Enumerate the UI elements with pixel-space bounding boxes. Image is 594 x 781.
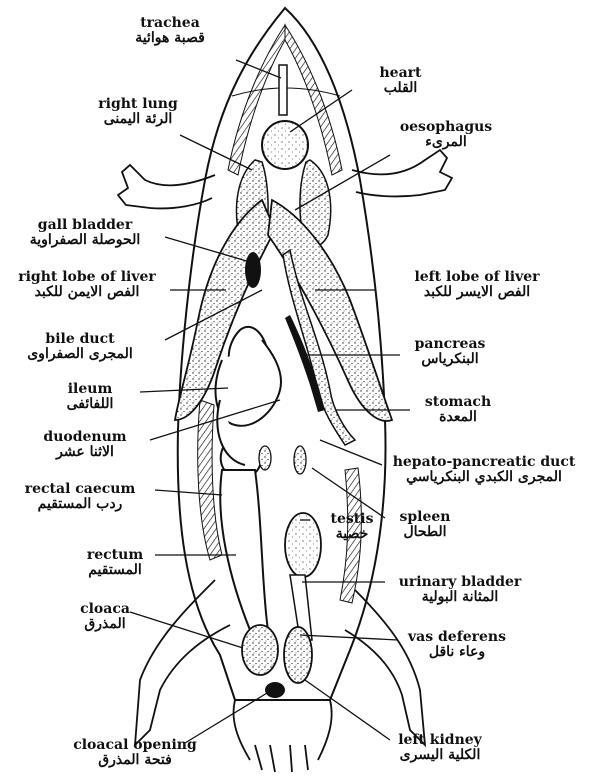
label-cloaca-en: cloaca [65,602,145,617]
label-urinary-bladder: urinary bladder المثانة البولية [385,575,535,604]
testis-shape [285,513,321,577]
label-ileum: ileum اللفائفى [40,382,140,411]
label-stomach-ar: المعدة [408,410,508,425]
label-right-lung-en: right lung [78,97,198,112]
label-trachea-ar: قصبة هوائية [110,31,230,46]
label-duodenum-ar: الاثنا عشر [25,445,145,460]
label-right-lung: right lung الرئة اليمنى [78,97,198,126]
rectum-shape [220,470,268,630]
label-rectal-caecum-en: rectal caecum [5,482,155,497]
label-rectum-ar: المستقيم [65,563,165,578]
spleen-shape [294,446,306,474]
label-stomach-en: stomach [408,395,508,410]
label-vas-deferens-en: vas deferens [392,630,522,645]
label-oesophagus-en: oesophagus [386,120,506,135]
label-stomach: stomach المعدة [408,395,508,424]
label-heart-ar: القلب [358,81,443,96]
label-left-lobe-liver-en: left lobe of liver [392,270,562,285]
label-bile-duct-ar: المجرى الصفراوى [10,347,150,362]
label-right-lobe-liver: right lobe of liver الفص الايمن للكبد [2,270,172,299]
label-rectum: rectum المستقيم [65,548,165,577]
label-pancreas-ar: البنكرياس [395,352,505,367]
label-right-lung-ar: الرئة اليمنى [78,112,198,127]
label-gall-bladder-ar: الحوصلة الصفراوية [5,233,165,248]
label-duodenum-en: duodenum [25,430,145,445]
label-vas-deferens-ar: وعاء ناقل [392,645,522,660]
label-cloaca: cloaca المذرق [65,602,145,631]
label-pancreas: pancreas البنكرياس [395,337,505,366]
label-hepato-pancreatic-duct-en: hepato-pancreatic duct [378,455,590,470]
label-rectum-en: rectum [65,548,165,563]
label-rectal-caecum: rectal caecum ردب المستقيم [5,482,155,511]
label-right-lobe-liver-ar: الفص الايمن للكبد [2,285,172,300]
label-gall-bladder-en: gall bladder [5,218,165,233]
label-rectal-caecum-ar: ردب المستقيم [5,497,155,512]
label-hepato-pancreatic-duct: hepato-pancreatic duct المجرى الكبدي الب… [378,455,590,484]
label-urinary-bladder-ar: المثانة البولية [385,590,535,605]
label-cloacal-opening-en: cloacal opening [60,738,210,753]
label-ileum-en: ileum [40,382,140,397]
label-heart-en: heart [358,66,443,81]
label-duodenum: duodenum الاثنا عشر [25,430,145,459]
label-cloacal-opening-ar: فتحة المذرق [60,753,210,768]
label-testis-en: testis [322,512,382,527]
label-pancreas-en: pancreas [395,337,505,352]
label-testis-ar: خصية [322,527,382,542]
heart-shape [262,121,308,169]
label-right-lobe-liver-en: right lobe of liver [2,270,172,285]
gall-bladder-shape [245,252,261,288]
label-oesophagus: oesophagus المرىء [386,120,506,149]
label-urinary-bladder-en: urinary bladder [385,575,535,590]
label-trachea: trachea قصبة هوائية [110,16,230,45]
label-ileum-ar: اللفائفى [40,397,140,412]
label-left-kidney-ar: الكلية اليسرى [380,748,500,763]
label-spleen-en: spleen [385,510,465,525]
label-left-lobe-liver-ar: الفص الايسر للكبد [392,285,562,300]
label-testis: testis خصية [322,512,382,541]
label-trachea-en: trachea [110,16,230,31]
label-vas-deferens: vas deferens وعاء ناقل [392,630,522,659]
label-gall-bladder: gall bladder الحوصلة الصفراوية [5,218,165,247]
label-left-kidney-en: left kidney [380,733,500,748]
cloaca-shape [242,625,278,675]
small-organ-shape [259,446,271,470]
label-spleen-ar: الطحال [385,525,465,540]
trachea-shape [279,65,287,115]
label-spleen: spleen الطحال [385,510,465,539]
label-left-kidney: left kidney الكلية اليسرى [380,733,500,762]
label-bile-duct: bile duct المجرى الصفراوى [10,332,150,361]
cloacal-opening-shape [265,682,285,698]
label-oesophagus-ar: المرىء [386,135,506,150]
label-heart: heart القلب [358,66,443,95]
label-left-lobe-liver: left lobe of liver الفص الايسر للكبد [392,270,562,299]
label-bile-duct-en: bile duct [10,332,150,347]
label-hepato-pancreatic-duct-ar: المجرى الكبدي البنكرياسي [378,470,590,485]
label-cloaca-ar: المذرق [65,617,145,632]
label-cloacal-opening: cloacal opening فتحة المذرق [60,738,210,767]
